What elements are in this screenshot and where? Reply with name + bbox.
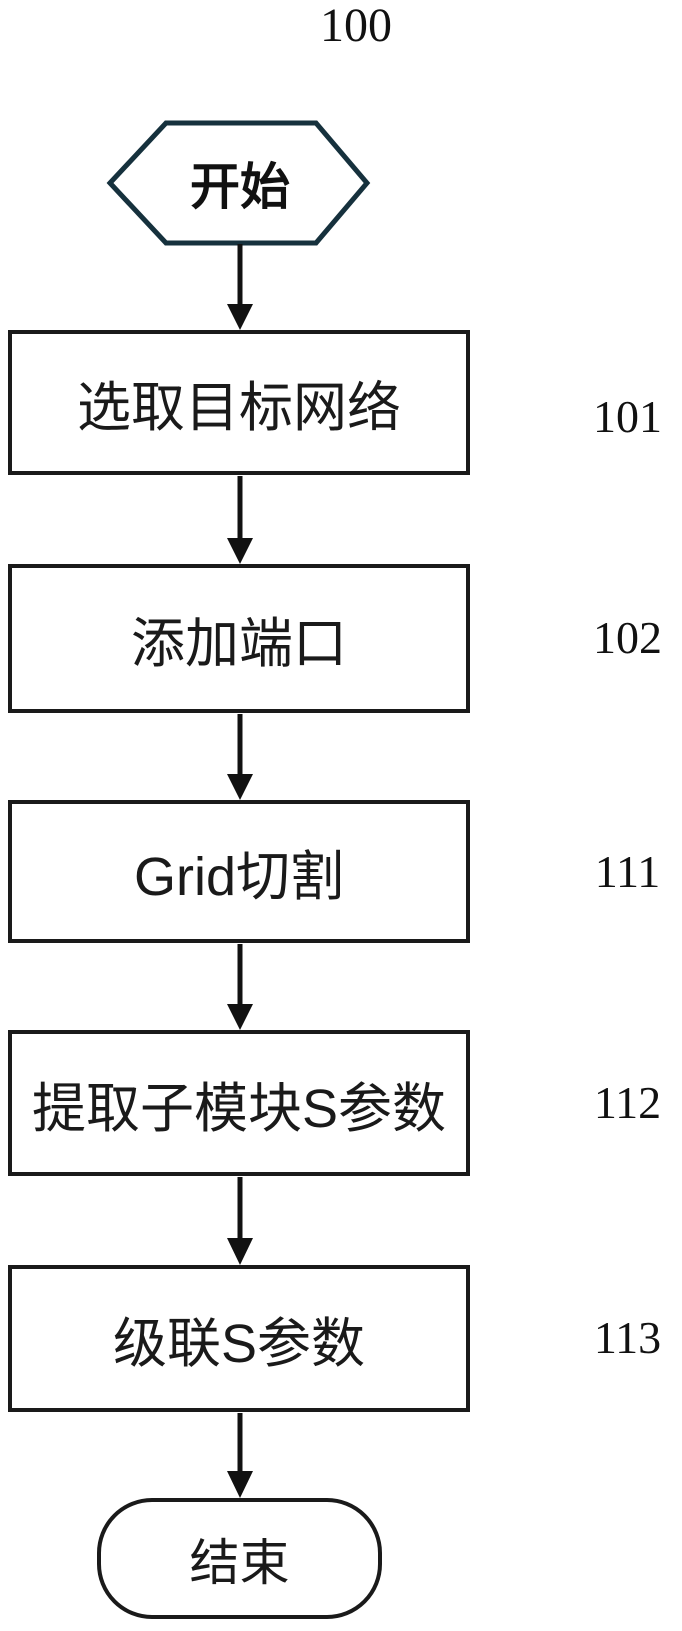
- end-node-label: 结束: [189, 1534, 290, 1591]
- flow-arrow-step1-to-step2: [227, 476, 253, 564]
- step-ref-101: 101: [593, 391, 662, 442]
- step-label: Grid切割: [133, 847, 344, 907]
- step-box-cascade-s-params: 级联S参数: [8, 1265, 470, 1412]
- start-hexagon-shape: [106, 120, 371, 246]
- step-box-select-target-network: 选取目标网络: [8, 330, 470, 475]
- step-label: 添加端口: [131, 614, 347, 674]
- flow-arrow-step4-to-step5: [227, 1177, 253, 1265]
- step-ref-102: 102: [593, 612, 662, 663]
- flow-arrow-step2-to-step3: [227, 714, 253, 800]
- step-box-grid-cut: Grid切割: [8, 800, 470, 943]
- flow-arrow-start-to-step1: [227, 244, 253, 330]
- step-label: 选取目标网络: [77, 378, 401, 438]
- step-ref-112: 112: [593, 1077, 662, 1128]
- step-label: 级联S参数: [112, 1314, 366, 1374]
- flow-arrow-step3-to-step4: [227, 944, 253, 1030]
- step-label: 提取子模块S参数: [31, 1078, 447, 1139]
- step-box-add-ports: 添加端口: [8, 564, 470, 713]
- step-ref-111: 111: [594, 846, 661, 897]
- step-ref-113: 113: [593, 1312, 662, 1363]
- end-node: 结束: [97, 1498, 382, 1619]
- step-box-extract-submodule-s-params: 提取子模块S参数: [8, 1030, 470, 1176]
- figure-label: 100: [320, 0, 392, 52]
- start-node-label: 开始: [190, 159, 290, 215]
- flow-arrow-step5-to-end: [227, 1413, 253, 1498]
